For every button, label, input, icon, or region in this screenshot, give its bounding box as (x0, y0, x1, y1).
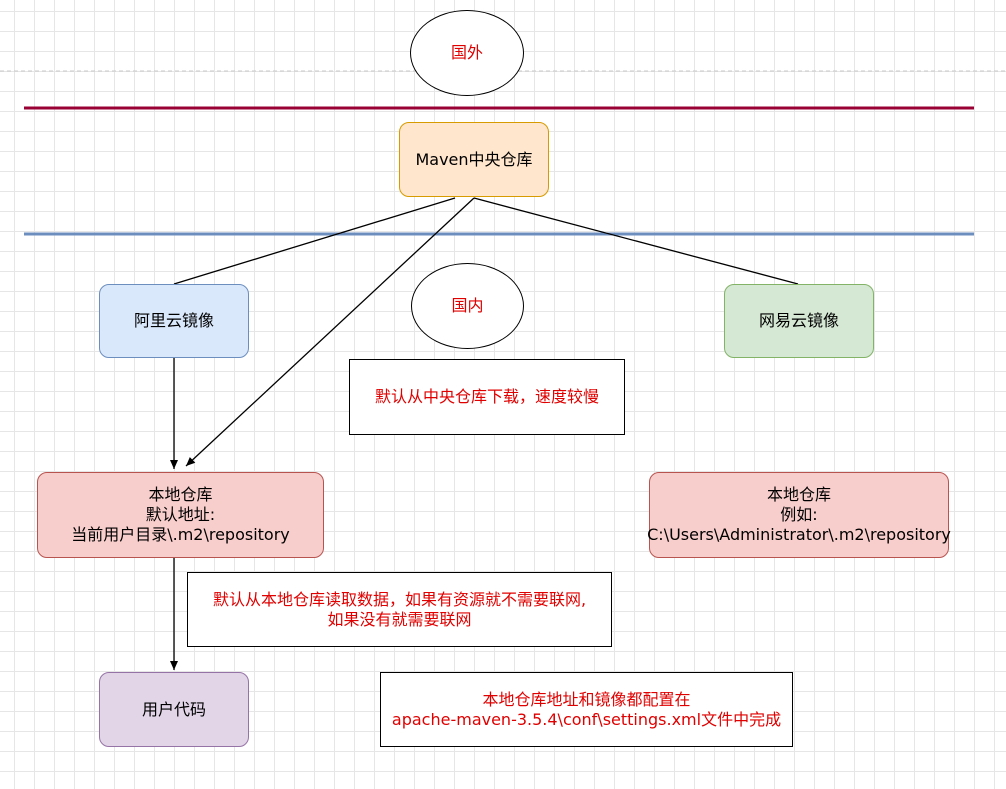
foreign-zone-label: 国外 (410, 10, 524, 96)
netease-mirror-node[interactable]: 网易云镜像 (724, 284, 874, 358)
aliyun-mirror-node[interactable]: 阿里云镜像 (99, 284, 249, 358)
central-download-note-text: 默认从中央仓库下载，速度较慢 (374, 387, 599, 406)
domestic-zone-text: 国内 (451, 296, 484, 315)
central-repository-label: Maven中央仓库 (415, 149, 533, 169)
user-code-label: 用户代码 (141, 699, 206, 719)
local-repository-example-path: C:\Users\Administrator\.m2\repository (647, 525, 951, 544)
user-code-node[interactable]: 用户代码 (99, 672, 249, 747)
config-note-line-2: apache-maven-3.5.4\conf\settings.xml文件中完… (391, 709, 782, 729)
aliyun-mirror-label: 阿里云镜像 (133, 311, 214, 330)
local-repository-title: 本地仓库 (148, 485, 213, 504)
central-download-note: 默认从中央仓库下载，速度较慢 (349, 359, 625, 435)
domestic-zone-label: 国内 (411, 263, 524, 349)
config-note-line-1: 本地仓库地址和镜像都配置在 (482, 689, 691, 709)
edge-central-aliyun (173, 197, 456, 285)
config-note: 本地仓库地址和镜像都配置在 apache-maven-3.5.4\conf\se… (380, 672, 793, 747)
edge-central-netease (473, 197, 799, 285)
local-read-note-line-1: 默认从本地仓库读取数据，如果有资源就不需要联网, (212, 589, 587, 609)
local-repository-example-label: 例如: (780, 505, 818, 524)
netease-mirror-label: 网易云镜像 (758, 311, 839, 330)
local-read-note: 默认从本地仓库读取数据，如果有资源就不需要联网, 如果没有就需要联网 (187, 572, 612, 647)
local-repository-default-node[interactable]: 本地仓库 默认地址: 当前用户目录\.m2\repository (37, 472, 324, 558)
local-repository-default-label: 默认地址: (145, 505, 216, 524)
local-repository-title: 本地仓库 (766, 485, 831, 504)
foreign-zone-text: 国外 (450, 43, 483, 62)
edge-central-local (185, 197, 475, 467)
central-repository-node[interactable]: Maven中央仓库 (399, 122, 549, 197)
local-repository-example-node[interactable]: 本地仓库 例如: C:\Users\Administrator\.m2\repo… (647, 472, 951, 558)
local-read-note-line-2: 如果没有就需要联网 (327, 609, 472, 629)
local-repository-default-path: 当前用户目录\.m2\repository (71, 525, 290, 544)
